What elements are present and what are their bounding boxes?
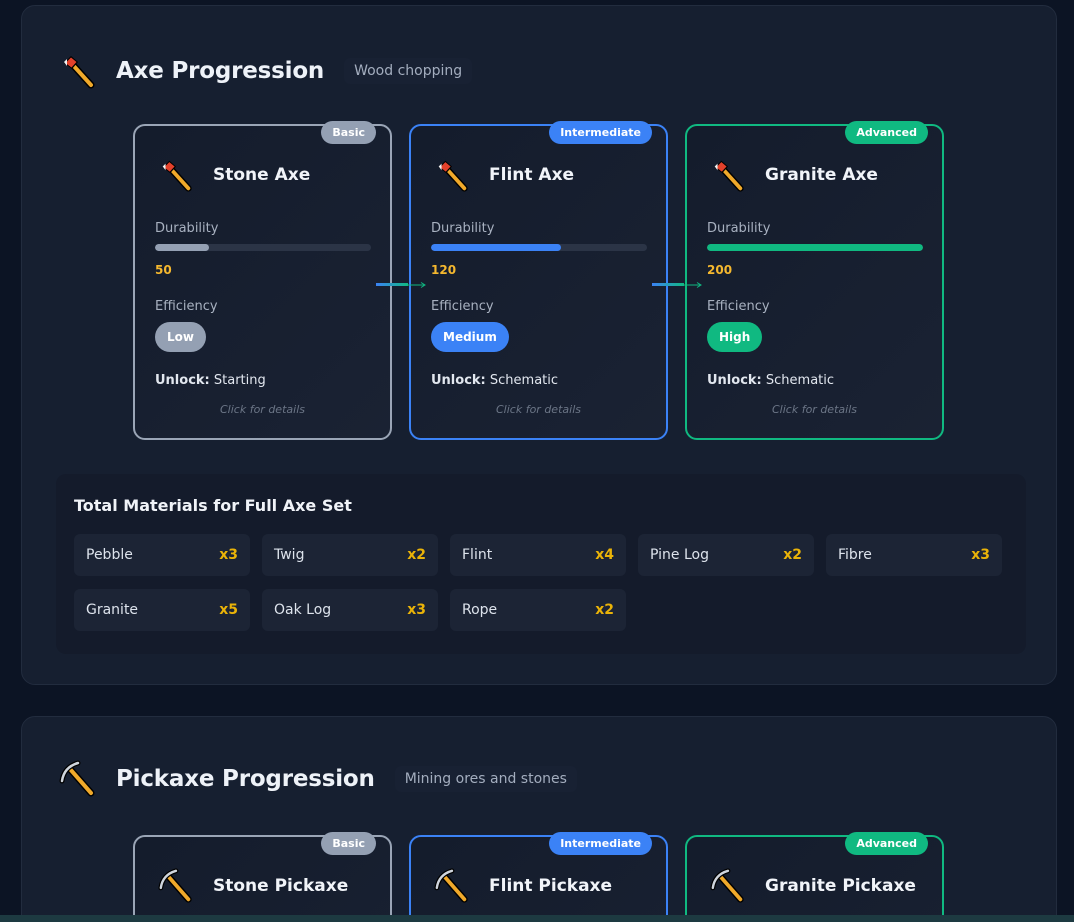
unlock-value: Schematic [489,373,559,388]
material-name: Oak Log [274,602,332,618]
efficiency-badge: High [707,322,763,352]
materials-grid: Pebble x3 Twig x2 Flint x4 Pine Log x2 Fibre… [74,534,1006,631]
axe-icon [433,156,471,194]
unlock-info: Unlock: Starting [155,373,266,388]
pickaxe-progression-section: Pickaxe Progression Mining ores and ston… [21,716,1057,922]
axe-icon [157,156,195,194]
unlock-label: Unlock: [155,373,210,388]
tool-name: Granite Pickaxe [765,876,916,896]
details-hint: Click for details [496,403,581,416]
durability-label: Durability [431,221,495,236]
material-qty: x4 [595,547,614,563]
efficiency-badge: Low [155,322,206,352]
progression-arrow-icon [652,282,702,288]
tool-card-flint-pickaxe[interactable]: Intermediate Flint Pickaxe [409,832,668,922]
section-title: Axe Progression [116,58,325,84]
card-header: Stone Axe [157,156,310,194]
axe-icon [709,156,747,194]
tool-cards: Basic Stone Pickaxe Intermediate Flint P… [133,832,961,922]
tool-name: Flint Pickaxe [489,876,613,896]
materials-panel: Total Materials for Full Axe Set Pebble x… [56,474,1026,654]
tier-badge: Basic [321,832,376,855]
pickaxe-icon [709,867,747,905]
material-qty: x3 [219,547,238,563]
durability-value: 120 [431,263,457,277]
tier-badge: Intermediate [549,121,652,144]
material-name: Pebble [86,547,133,563]
material-qty: x2 [783,547,802,563]
tool-name: Granite Axe [765,165,878,185]
efficiency-label: Efficiency [431,299,494,314]
material-item: Flint x4 [450,534,626,576]
section-header: Pickaxe Progression Mining ores and ston… [58,759,577,799]
section-header: Axe Progression Wood chopping [58,51,473,91]
unlock-label: Unlock: [431,373,486,388]
details-hint: Click for details [220,403,305,416]
tier-badge: Intermediate [549,832,652,855]
card-header: Flint Axe [433,156,574,194]
section-subtitle: Wood chopping [344,58,473,84]
section-title: Pickaxe Progression [116,766,375,792]
material-qty: x2 [407,547,426,563]
material-item: Twig x2 [262,534,438,576]
efficiency-label: Efficiency [155,299,218,314]
material-name: Flint [462,547,493,563]
unlock-label: Unlock: [707,373,762,388]
material-qty: x3 [971,547,990,563]
tool-card-stone-axe[interactable]: Basic Stone Axe Durability 50 Efficiency… [133,121,392,440]
tool-card-granite-axe[interactable]: Advanced Granite Axe Durability 200 Effi… [685,121,944,440]
materials-title: Total Materials for Full Axe Set [74,496,352,515]
unlock-info: Unlock: Schematic [431,373,558,388]
efficiency-badge: Medium [431,322,509,352]
material-qty: x3 [407,602,426,618]
durability-label: Durability [707,221,771,236]
durability-value: 50 [155,263,172,277]
material-item: Pine Log x2 [638,534,814,576]
material-item: Oak Log x3 [262,589,438,631]
details-hint: Click for details [772,403,857,416]
card-header: Flint Pickaxe [433,867,612,905]
material-item: Pebble x3 [74,534,250,576]
material-item: Granite x5 [74,589,250,631]
material-name: Granite [86,602,139,618]
tool-name: Stone Pickaxe [213,876,349,896]
material-name: Twig [274,547,305,563]
pickaxe-icon [157,867,195,905]
bottom-strip [0,915,1074,922]
section-subtitle: Mining ores and stones [394,766,577,792]
progression-arrow-icon [376,282,426,288]
pickaxe-icon [58,759,98,799]
card-header: Granite Axe [709,156,878,194]
efficiency-label: Efficiency [707,299,770,314]
material-item: Fibre x3 [826,534,1002,576]
durability-bar [431,244,647,251]
material-name: Rope [462,602,498,618]
durability-bar [707,244,923,251]
durability-label: Durability [155,221,219,236]
tool-name: Stone Axe [213,165,311,185]
tool-name: Flint Axe [489,165,575,185]
tier-badge: Advanced [845,832,928,855]
durability-bar [155,244,371,251]
tool-card-granite-pickaxe[interactable]: Advanced Granite Pickaxe [685,832,944,922]
material-item: Rope x2 [450,589,626,631]
material-qty: x5 [219,602,238,618]
tool-cards: Basic Stone Axe Durability 50 Efficiency… [133,121,961,440]
material-qty: x2 [595,602,614,618]
tier-badge: Basic [321,121,376,144]
tier-badge: Advanced [845,121,928,144]
material-name: Pine Log [650,547,709,563]
axe-icon [58,51,98,91]
unlock-info: Unlock: Schematic [707,373,834,388]
tool-card-stone-pickaxe[interactable]: Basic Stone Pickaxe [133,832,392,922]
card-header: Stone Pickaxe [157,867,348,905]
axe-progression-section: Axe Progression Wood chopping Basic Ston… [21,5,1057,685]
tool-card-flint-axe[interactable]: Intermediate Flint Axe Durability 120 Ef… [409,121,668,440]
durability-value: 200 [707,263,733,277]
pickaxe-icon [433,867,471,905]
card-header: Granite Pickaxe [709,867,916,905]
material-name: Fibre [838,547,872,563]
unlock-value: Starting [213,373,266,388]
unlock-value: Schematic [765,373,835,388]
